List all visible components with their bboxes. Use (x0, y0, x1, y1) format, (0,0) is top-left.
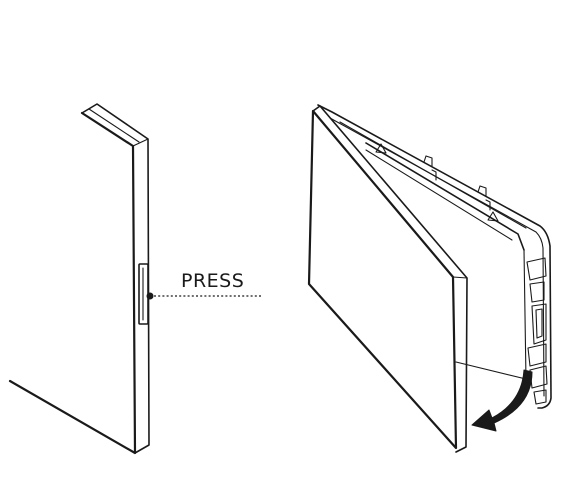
opened-panel (307, 105, 468, 453)
press-button (138, 263, 149, 325)
housing-frame (317, 104, 552, 409)
press-dot-marker (146, 292, 154, 300)
press-label: PRESS (181, 270, 245, 292)
closed-panel (8, 103, 150, 455)
curved-arrow-icon (471, 369, 533, 432)
